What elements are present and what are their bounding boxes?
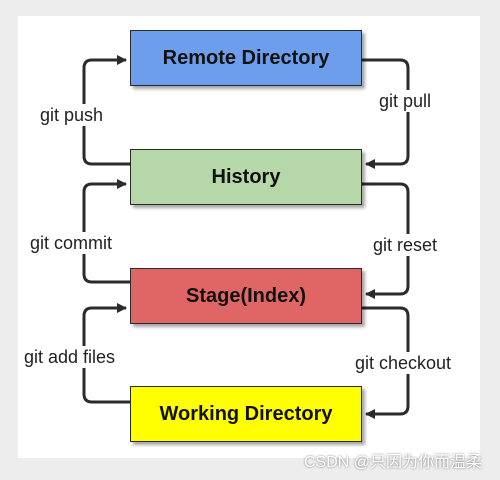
label-git-reset: git reset bbox=[373, 234, 438, 256]
remote-directory-box: Remote Directory bbox=[130, 30, 362, 86]
arrow-git-pull bbox=[362, 58, 410, 169]
label-git-add-files: git add files bbox=[24, 346, 116, 368]
watermark-text: CSDN @只因为你而温柔 bbox=[303, 454, 482, 471]
label-git-commit: git commit bbox=[30, 232, 113, 254]
stage-index-box: Stage(Index) bbox=[130, 268, 362, 324]
label-git-checkout: git checkout bbox=[355, 352, 452, 374]
label-git-pull: git pull bbox=[379, 90, 432, 112]
history-box: History bbox=[130, 149, 362, 205]
diagram-canvas: Remote Directory History Stage(Index) Wo… bbox=[18, 16, 480, 458]
working-directory-box: Working Directory bbox=[130, 386, 362, 442]
label-git-push: git push bbox=[40, 104, 104, 126]
